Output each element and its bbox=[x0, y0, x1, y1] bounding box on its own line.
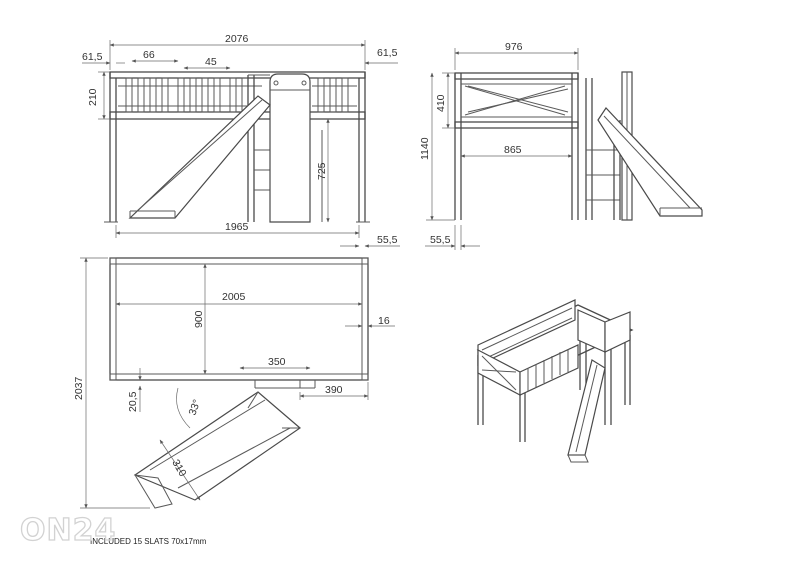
slat-width-label: 45 bbox=[205, 56, 217, 68]
isometric-view bbox=[476, 299, 634, 463]
ladder-height-label: 725 bbox=[316, 162, 328, 180]
overall-length-label: 2076 bbox=[225, 33, 249, 45]
ladder-tower bbox=[269, 73, 311, 223]
inner-width-label: 865 bbox=[504, 144, 522, 156]
top-slide bbox=[133, 391, 301, 509]
total-depth-label: 2037 bbox=[73, 376, 85, 400]
bed-width-label: 900 bbox=[193, 310, 205, 328]
guard-rail-slats bbox=[118, 77, 357, 113]
gap-label: 20,5 bbox=[127, 391, 139, 412]
slide-angle-label: 33° bbox=[187, 398, 204, 417]
total-height-label: 1140 bbox=[419, 137, 431, 160]
side-rail-height-label: 410 bbox=[435, 94, 447, 112]
top-bed-length-label: 2005 bbox=[222, 291, 246, 303]
watermark-logo: ON24 bbox=[20, 513, 116, 548]
overall-width-label: 976 bbox=[505, 41, 523, 53]
side-slide bbox=[597, 107, 703, 217]
ladder-width-label: 350 bbox=[268, 356, 286, 368]
x-brace bbox=[464, 85, 569, 116]
side-leg-offset-label: 55,5 bbox=[430, 234, 451, 246]
frame-offset-label: 16 bbox=[378, 315, 390, 327]
slat-spacing-label: 66 bbox=[143, 49, 155, 61]
bed-length-label: 1965 bbox=[225, 221, 249, 233]
right-offset-label: 61,5 bbox=[377, 47, 398, 59]
ladder-offset-label: 390 bbox=[325, 384, 343, 396]
side-view: 976 410 1140 865 55,5 bbox=[419, 41, 703, 250]
rail-height-label: 210 bbox=[87, 88, 99, 106]
top-view: 2037 2005 900 16 350 390 20,5 33° 310 IN… bbox=[19, 257, 395, 549]
left-offset-label: 61,5 bbox=[82, 51, 103, 63]
front-slide bbox=[128, 95, 271, 219]
slats-note: INCLUDED 15 SLATS 70x17mm bbox=[90, 537, 207, 546]
front-leg-offset-label: 55,5 bbox=[377, 234, 398, 246]
front-view: 2076 61,5 61,5 66 45 210 725 1965 55,5 bbox=[82, 33, 400, 248]
